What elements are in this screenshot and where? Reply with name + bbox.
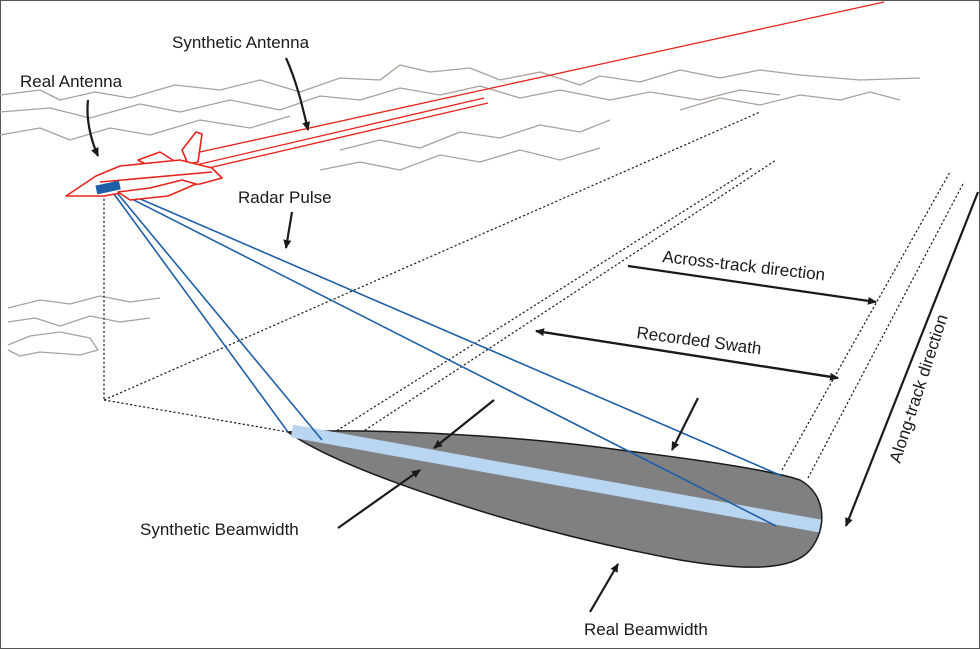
synthetic-beam-band <box>290 424 822 533</box>
across-track-arrow <box>627 264 877 305</box>
terrain-ridge <box>679 91 901 111</box>
annotation-arrows <box>86 57 980 613</box>
recorded-swath-label: Recorded Swath <box>635 323 762 358</box>
synthetic-antenna-lines <box>109 1 885 191</box>
synthetic-beamwidth-label: Synthetic Beamwidth <box>140 520 299 539</box>
radar-pulse-arrow <box>283 211 294 249</box>
along-track-arrow <box>844 191 980 527</box>
far-edge-guide <box>781 171 951 471</box>
far-edge-guide <box>807 181 965 479</box>
terrain-ridge <box>319 147 601 171</box>
radar-pulse-label: Radar Pulse <box>238 188 332 207</box>
synthetic-antenna-arrow <box>284 57 311 131</box>
terrain-ridge <box>0 64 921 101</box>
terrain-ridge <box>0 115 291 141</box>
aircraft-tail <box>181 131 203 165</box>
aircraft-lower-wing <box>117 179 197 201</box>
beam-edge <box>113 193 289 433</box>
real-beamwidth-label: Real Beamwidth <box>584 620 708 639</box>
ground-track-guide <box>103 111 761 401</box>
mid-edge-guide <box>349 159 777 441</box>
across-track-label: Across-track direction <box>662 247 827 284</box>
terrain-ridge <box>7 315 151 327</box>
fuselage-line <box>99 171 213 183</box>
terrain-ridge <box>0 85 781 119</box>
recorded-swath-arrow-back <box>535 328 839 380</box>
terrain-sketch <box>0 64 921 357</box>
synthetic-band-arrow <box>433 399 495 449</box>
ground-track-guides <box>103 111 965 479</box>
beam-edge <box>121 193 777 527</box>
synthetic-beamwidth-arrow <box>337 469 421 529</box>
airplane-icon <box>65 131 223 201</box>
antenna-panel-icon <box>95 180 121 195</box>
near-range-guide <box>103 399 289 433</box>
near-edge-guide <box>321 167 753 441</box>
terrain-ridge <box>339 119 611 151</box>
beam-edge <box>117 193 323 441</box>
along-track-label: Along-track direction <box>886 312 952 465</box>
real-beamwidth-arrow <box>589 563 619 613</box>
terrain-ridge <box>7 295 161 309</box>
beam-edge <box>123 191 783 477</box>
real-antenna-label: Real Antenna <box>20 72 123 91</box>
synthetic-band-arrow <box>671 397 699 451</box>
synthetic-antenna-line <box>199 1 885 153</box>
synthetic-antenna-label: Synthetic Antenna <box>172 33 310 52</box>
real-beam-footprint <box>285 430 823 568</box>
real-antenna-arrow <box>86 99 100 157</box>
terrain-ridge <box>7 331 99 357</box>
radar-beam <box>113 191 783 527</box>
